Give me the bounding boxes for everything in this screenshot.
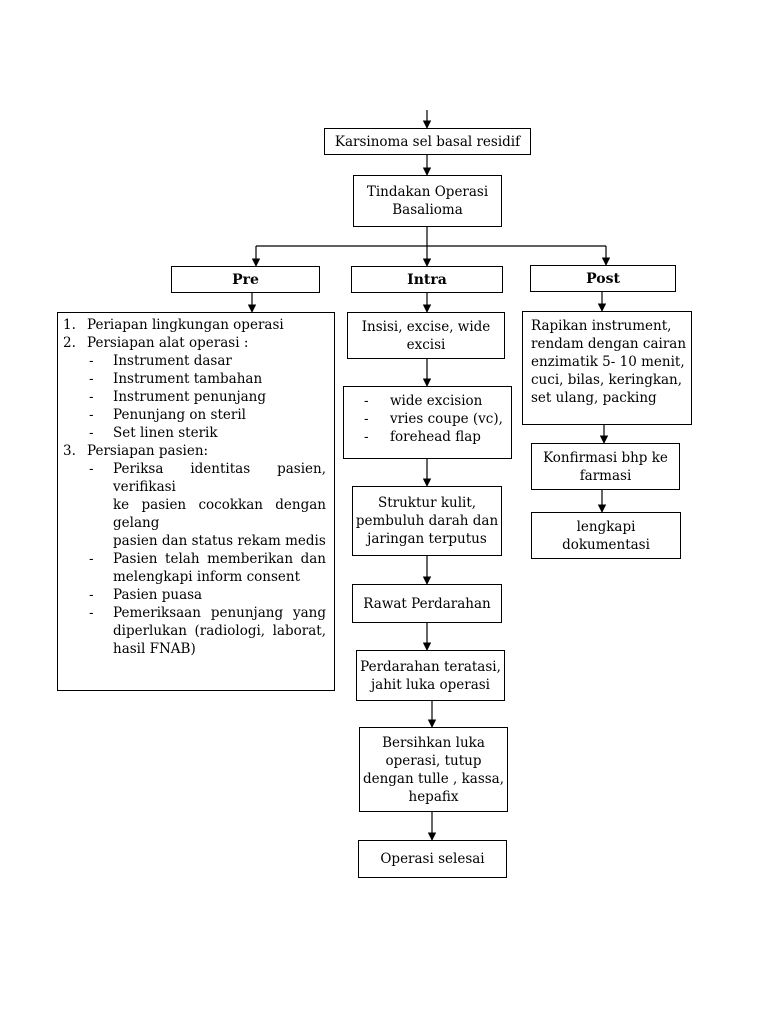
dash: - — [89, 407, 94, 423]
intra-step-2-item: - wide excision — [344, 392, 511, 410]
pre-item-3-sub-line: Pasien puasa — [113, 587, 203, 603]
pre-item-3-sub-line: Pemeriksaan penunjang yang — [113, 605, 326, 621]
pre-item-3-sub-line: ke pasien cocokkan dengan gelang — [113, 497, 326, 531]
dash: - — [89, 551, 94, 567]
pre-item-3-sub: - Pasien puasa — [63, 586, 326, 604]
pre-item-1-text: Periapan lingkungan operasi — [87, 317, 284, 333]
pre-item-3-sub-line: diperlukan (radiologi, laborat, — [113, 623, 326, 639]
intra-step-3-line: Struktur kulit, — [377, 495, 477, 511]
intra-step-1-line: Insisi, excise, wide — [361, 318, 491, 335]
intra-step-2-text: wide excision — [390, 393, 483, 409]
intra-step-2: - wide excision - vries coupe (vc), - fo… — [343, 386, 512, 459]
pre-item-3-sub: - Pasien telah memberikan dan melengkapi… — [63, 550, 326, 586]
phase-intra-label: Intra — [407, 271, 447, 288]
pre-item-3-sub-line: Periksa identitas pasien, verifikasi — [113, 461, 326, 495]
pre-list-box: 1. Periapan lingkungan operasi 2. Persia… — [57, 312, 335, 691]
pre-item-3-sub: - Pemeriksaan penunjang yang diperlukan … — [63, 604, 326, 658]
pre-item-3-sub-line: melengkapi inform consent — [113, 569, 301, 585]
dash: - — [364, 393, 369, 409]
phase-intra: Intra — [351, 266, 503, 293]
pre-item-2-sub-text: Instrument penunjang — [113, 389, 267, 405]
dash: - — [364, 429, 369, 445]
post-step-2-line: farmasi — [579, 467, 632, 484]
start-box-text: Karsinoma sel basal residif — [334, 133, 521, 150]
intra-step-6-line: dengan tulle , kassa, — [362, 770, 505, 787]
intra-step-6-line: hepafix — [408, 788, 459, 805]
pre-item-2: 2. Persiapan alat operasi : — [63, 334, 326, 352]
post-step-3-line: lengkapi — [576, 518, 636, 535]
action-box-line-1: Tindakan Operasi — [366, 184, 489, 200]
post-step-1-line: Rapikan instrument, — [531, 318, 672, 334]
intra-step-6-line: operasi, tutup — [385, 752, 482, 769]
action-box: Tindakan Operasi Basalioma — [353, 175, 502, 227]
pre-item-2-sub: - Instrument tambahan — [63, 370, 326, 388]
pre-item-1-number: 1. — [63, 317, 76, 333]
dash: - — [89, 587, 94, 603]
intra-step-7: Operasi selesai — [358, 840, 507, 878]
intra-step-1-line: excisi — [406, 336, 446, 353]
intra-step-3: Struktur kulit, pembuluh darah dan jarin… — [352, 486, 502, 556]
pre-item-2-text: Persiapan alat operasi : — [87, 335, 249, 351]
post-step-3-line: dokumentasi — [562, 536, 650, 553]
dash: - — [89, 425, 94, 441]
dash: - — [89, 605, 94, 621]
pre-item-2-sub-text: Penunjang on steril — [113, 407, 246, 423]
pre-item-3-sub-line: Pasien telah memberikan dan — [113, 551, 326, 567]
post-step-1-line: set ulang, packing — [531, 390, 657, 406]
intra-step-6-line: Bersihkan luka — [382, 734, 485, 751]
post-step-1-line: enzimatik 5- 10 menit, — [531, 354, 685, 370]
dash: - — [89, 389, 94, 405]
intra-step-5-line: jahit luka operasi — [370, 676, 490, 693]
dash: - — [89, 371, 94, 387]
dash: - — [89, 461, 94, 477]
pre-item-2-sub-text: Set linen sterik — [113, 425, 218, 441]
dash: - — [364, 411, 369, 427]
intra-step-4-line: Rawat Perdarahan — [363, 595, 491, 612]
post-step-1: Rapikan instrument, rendam dengan cairan… — [522, 311, 692, 425]
post-step-2-line: Konfirmasi bhp ke — [543, 449, 668, 466]
dash: - — [89, 353, 94, 369]
post-step-3: lengkapi dokumentasi — [531, 512, 681, 559]
phase-post-label: Post — [586, 270, 620, 287]
pre-item-2-sub: - Penunjang on steril — [63, 406, 326, 424]
pre-item-3-sub: - Periksa identitas pasien, verifikasi k… — [63, 460, 326, 550]
intra-step-3-line: jaringan terputus — [367, 531, 487, 547]
pre-item-2-number: 2. — [63, 335, 76, 351]
intra-step-2-item: - vries coupe (vc), — [344, 410, 511, 428]
pre-item-3-sub-line: hasil FNAB) — [113, 641, 196, 657]
intra-step-3-line: pembuluh darah dan — [355, 513, 499, 529]
pre-item-3-text: Persiapan pasien: — [87, 443, 209, 459]
intra-step-7-line: Operasi selesai — [380, 851, 485, 867]
post-step-1-line: rendam dengan cairan — [531, 336, 687, 352]
pre-item-2-sub-text: Instrument tambahan — [113, 371, 263, 387]
phase-pre-label: Pre — [232, 271, 259, 288]
pre-item-3: 3. Persiapan pasien: — [63, 442, 326, 460]
pre-item-2-sub: - Instrument penunjang — [63, 388, 326, 406]
intra-step-2-item: - forehead flap — [344, 428, 511, 446]
intra-step-2-text: forehead flap — [390, 429, 481, 445]
intra-step-5: Perdarahan teratasi, jahit luka operasi — [356, 650, 505, 701]
pre-item-1: 1. Periapan lingkungan operasi — [63, 316, 326, 334]
pre-item-2-sub-text: Instrument dasar — [113, 353, 232, 369]
intra-step-1: Insisi, excise, wide excisi — [347, 312, 505, 359]
pre-item-2-sub: - Set linen sterik — [63, 424, 326, 442]
intra-step-6: Bersihkan luka operasi, tutup dengan tul… — [359, 727, 508, 812]
action-box-line-2: Basalioma — [392, 202, 463, 218]
intra-step-4: Rawat Perdarahan — [352, 584, 502, 623]
pre-item-2-sub: - Instrument dasar — [63, 352, 326, 370]
phase-post: Post — [530, 265, 676, 292]
post-step-1-line: cuci, bilas, keringkan, — [531, 372, 683, 388]
pre-item-3-number: 3. — [63, 443, 76, 459]
intra-step-2-text: vries coupe (vc), — [390, 411, 503, 427]
pre-item-3-sub-line: pasien dan status rekam medis — [113, 533, 326, 549]
start-box: Karsinoma sel basal residif — [324, 128, 531, 155]
intra-step-5-line: Perdarahan teratasi, — [360, 658, 501, 675]
phase-pre: Pre — [171, 266, 320, 293]
post-step-2: Konfirmasi bhp ke farmasi — [531, 443, 680, 490]
